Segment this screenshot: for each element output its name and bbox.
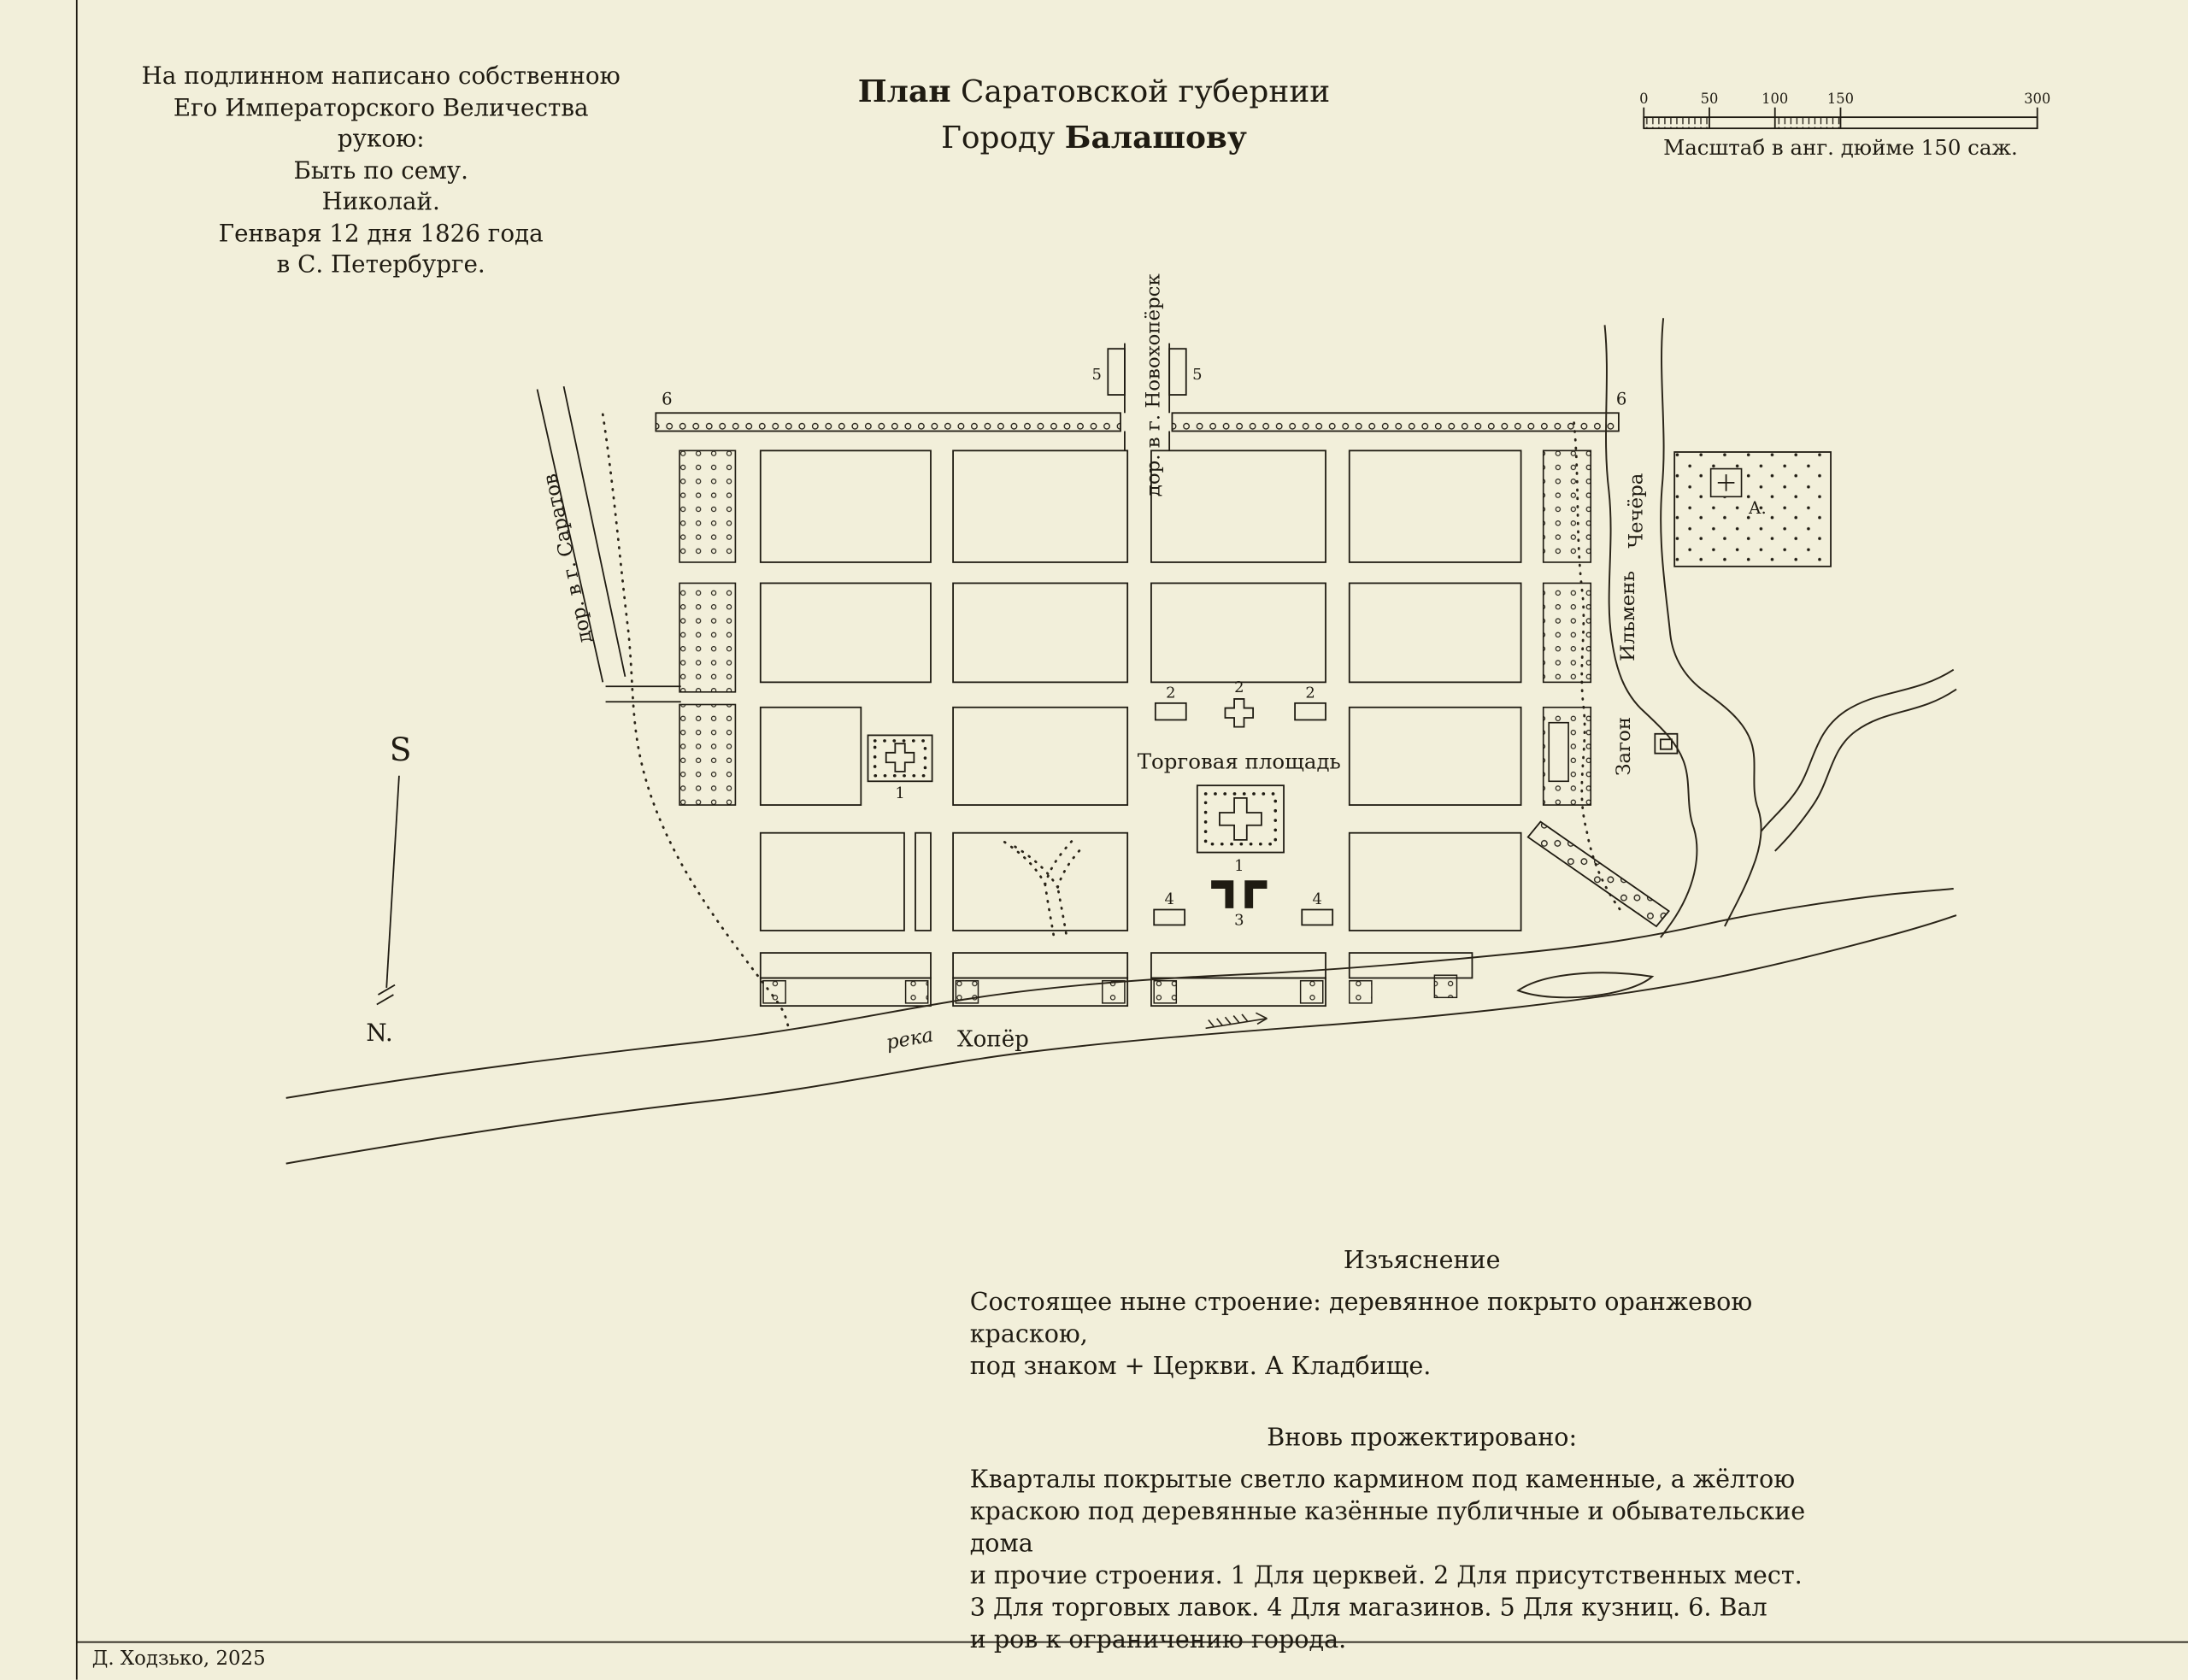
magazine-block: [1153, 908, 1186, 926]
imperial-inscription: На подлинном написано собственною Его Им…: [128, 62, 633, 281]
inscription-line: Быть по сему.: [293, 156, 468, 185]
rampart-number: 6: [1616, 389, 1626, 408]
office-number: 2: [1166, 684, 1175, 702]
cemetery: А.: [1673, 451, 1832, 567]
legend-paragraph-projected: Кварталы покрытые светло кармином под ка…: [970, 1465, 1874, 1657]
trade-row-bracket: [1211, 880, 1234, 908]
office-number: 2: [1305, 684, 1315, 702]
market-square: 2 2 2 Торговая площадь 1 3 4 4: [1138, 678, 1341, 930]
compass-needle: [385, 775, 400, 988]
compass-south-label: S: [390, 731, 412, 768]
road-novokhopersk-label: дор. в г. Новохопёрск: [1143, 273, 1165, 496]
title-word-balashov: Балашову: [1064, 120, 1247, 156]
rampart-southeast: [1526, 820, 1670, 928]
river-island: [1516, 972, 1655, 999]
scale-caption: Масштаб в анг. дюйме 150 саж.: [1663, 135, 2018, 160]
church-number: 1: [895, 784, 904, 802]
rivers: [285, 318, 1957, 1165]
flow-arrow: [1205, 1012, 1268, 1030]
rampart-band-west: [655, 412, 1121, 432]
legend-line: под знаком + Церкви. А Кладбище.: [969, 1353, 1432, 1382]
trade-row-number: 3: [1234, 911, 1244, 929]
church-number: 1: [1234, 857, 1244, 875]
church-site-west: 1: [867, 734, 933, 802]
inscription-line: Его Императорского Величества рукою:: [173, 94, 589, 154]
rampart-band-east: [1171, 412, 1620, 432]
scale-segment-hatch: [1774, 117, 1841, 129]
office-number: 2: [1234, 678, 1244, 696]
inscription-line: в С. Петербурге.: [276, 250, 485, 279]
church-cross-symbol: [885, 743, 915, 772]
river-khoper-label-word2: Хопёр: [957, 1026, 1029, 1052]
inscription-line: Генваря 12 дня 1826 года: [218, 220, 544, 248]
scale-bar: 0 50 100 150 300 Масштаб в анг. дюйме 15…: [1639, 91, 2050, 160]
office-block: [1294, 702, 1326, 721]
legend-line: краскою под деревянные казённые публичны…: [969, 1498, 1806, 1559]
rampart-north: 6 6: [655, 389, 1626, 432]
compass: S N.: [366, 731, 411, 1047]
scale-tick-label: 300: [2024, 91, 2050, 107]
river-chechera-west-bank: [1603, 325, 1698, 938]
river-zagon-label: Загон: [1613, 717, 1635, 776]
church-site-square: [1196, 784, 1285, 854]
cemetery-letter: А.: [1749, 498, 1767, 518]
legend-line: и прочие строения. 1 Для церквей. 2 Для …: [969, 1562, 1803, 1591]
legend: Изъяснение Состоящее ныне строение: дере…: [970, 1246, 1874, 1658]
river-chechera-label: Чечёра: [1626, 473, 1648, 549]
office-cross-block: [1224, 698, 1255, 728]
inscription-line: Николай.: [321, 188, 440, 217]
magazine-number: 4: [1313, 890, 1322, 908]
credit-line: Д. Ходзько, 2025: [91, 1648, 266, 1671]
scale-tick-label: 150: [1827, 91, 1854, 107]
market-square-label: Торговая площадь: [1138, 749, 1341, 774]
title-line1: План Саратовской губернии: [787, 70, 1401, 116]
river-branch-lower: [1774, 688, 1957, 852]
legend-line: Кварталы покрытые светло кармином под ка…: [969, 1466, 1796, 1495]
legend-paragraph-existing: Состоящее ныне строение: деревянное покр…: [970, 1288, 1874, 1384]
wooden-blocks: [679, 449, 1592, 1004]
magazine-number: 4: [1164, 890, 1173, 908]
scale-segment-hatch: [1644, 117, 1709, 129]
office-block: [1154, 702, 1187, 721]
title-line1-rest: Саратовской губернии: [950, 75, 1331, 110]
smithy-number: 5: [1192, 366, 1202, 384]
river-khoper-label-word1: река: [885, 1024, 935, 1054]
legend-line: Состоящее ныне строение: деревянное покр…: [969, 1289, 1753, 1349]
title-line2-prefix: Городу: [941, 121, 1065, 156]
road-novokhopersk: 5 5 дор. в г. Новохопёрск: [1092, 273, 1203, 496]
smithy-block: [1107, 348, 1126, 396]
smithy-block: [1168, 348, 1187, 396]
legend-heading: Изъяснение: [1343, 1247, 1501, 1276]
sheet-frame: [75, 0, 2188, 1680]
legend-line: 3 Для торговых лавок. 4 Для магазинов. 5…: [969, 1595, 1767, 1623]
river-branch-upper: [1760, 668, 1955, 832]
map-title: План Саратовской губернии Городу Балашов…: [787, 70, 1401, 162]
title-word-plan: План: [857, 73, 951, 110]
compass-north-label: N.: [366, 1019, 392, 1047]
river-khoper-south-bank: [285, 914, 1957, 1165]
road-saratov: дор. в г. Саратов: [536, 386, 681, 703]
legend-heading-projected: Вновь прожектировано:: [1267, 1424, 1578, 1453]
dotted-paths: [601, 413, 1621, 1030]
river-khoper-north-bank: [285, 888, 1954, 1099]
title-line2: Городу Балашову: [787, 116, 1401, 162]
river-chechera-east-bank: [1660, 318, 1762, 927]
inscription-line: На подлинном написано собственною: [141, 62, 621, 91]
town-blocks: [759, 449, 1522, 1007]
rampart-number: 6: [662, 389, 672, 408]
scale-tick-label: 100: [1762, 91, 1788, 107]
magazine-block: [1301, 908, 1334, 926]
smithy-number: 5: [1092, 366, 1102, 384]
church-cross-symbol: [1219, 796, 1262, 841]
river-ilmen-label: Ильмень: [1617, 571, 1639, 661]
scale-tick-label: 0: [1639, 91, 1648, 107]
legend-line: и ров к ограничению города.: [969, 1626, 1347, 1655]
trade-row-bracket: [1244, 880, 1268, 908]
scale-tick-label: 50: [1701, 91, 1719, 107]
